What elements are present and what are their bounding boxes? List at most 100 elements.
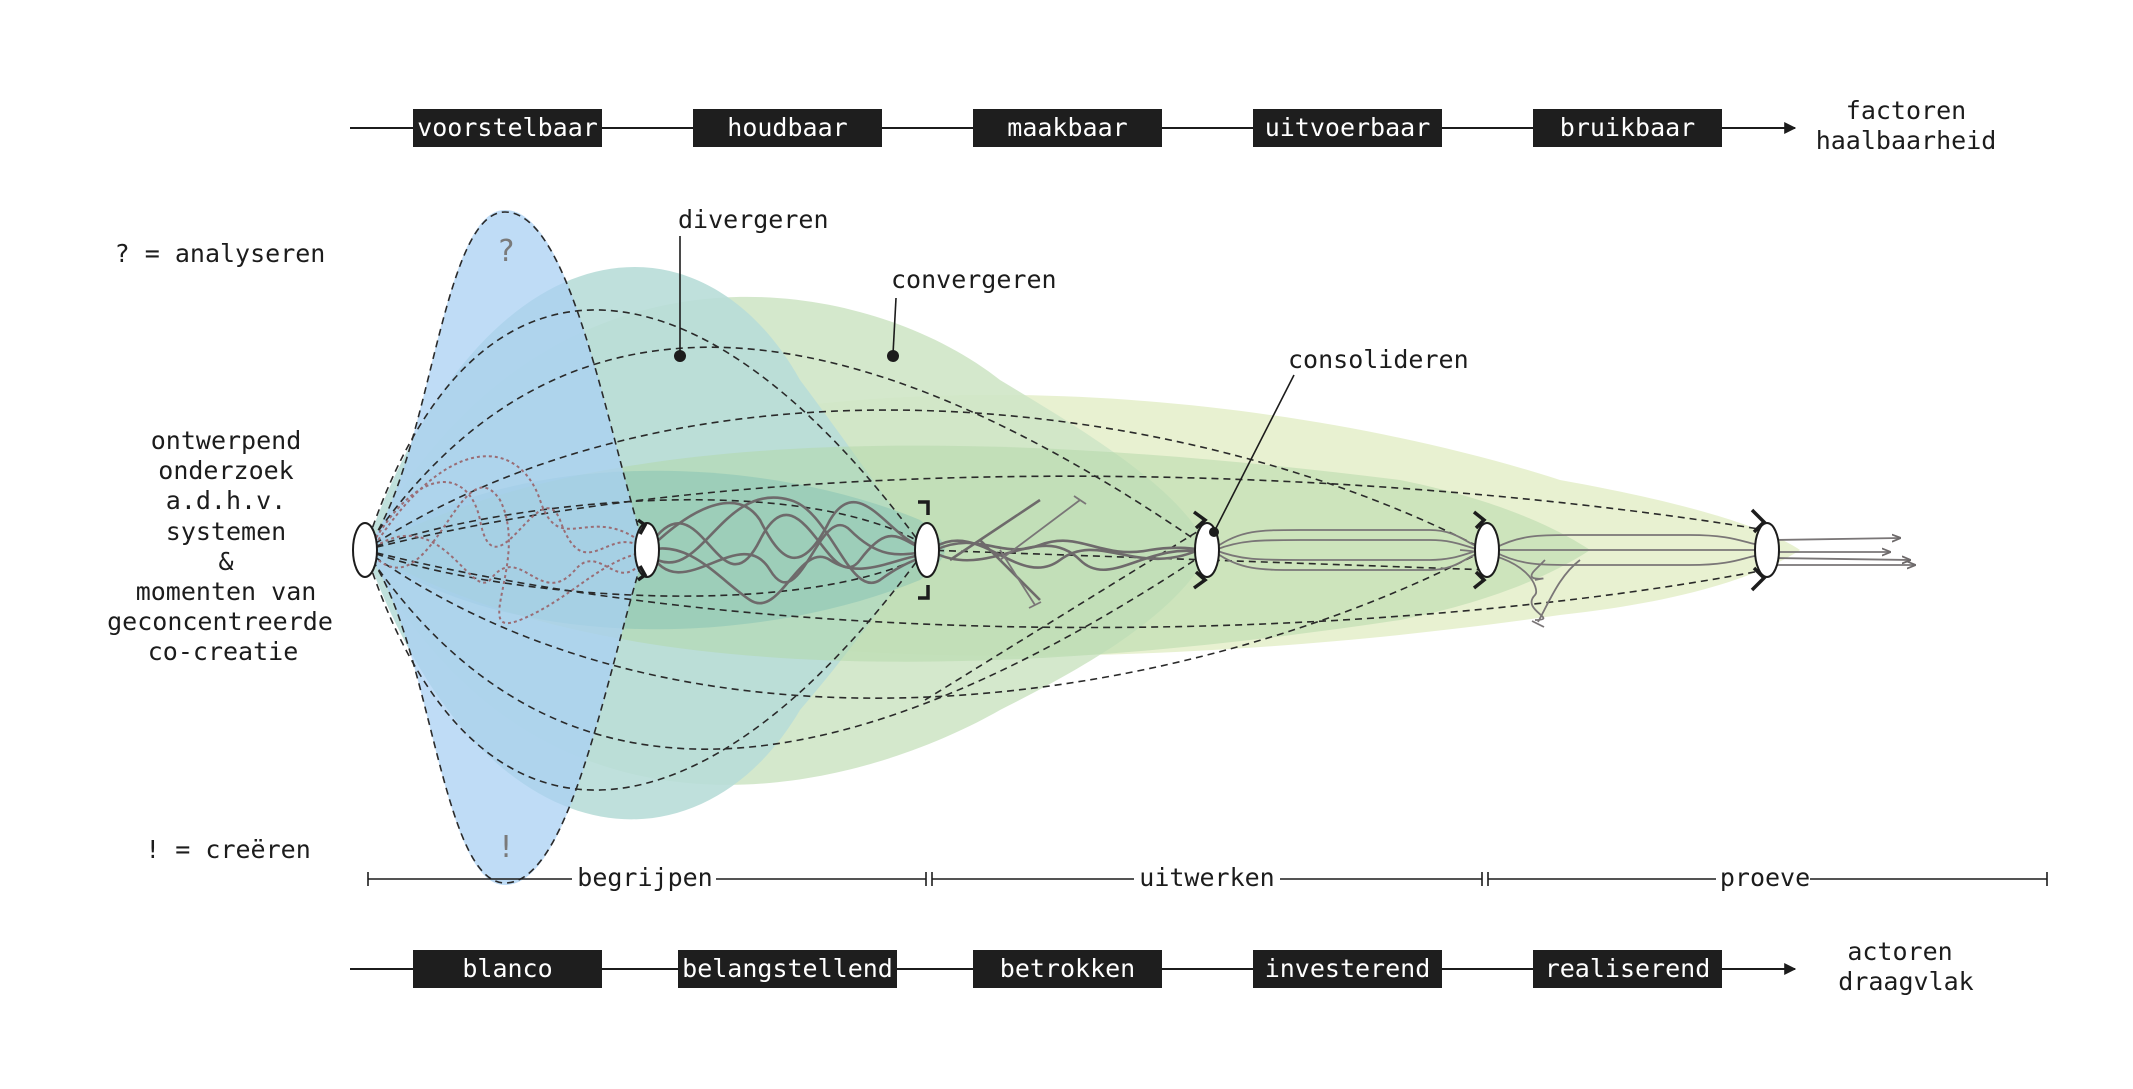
bottom-box-label: belangstellend [682,954,893,983]
top-box-bruikbaar: bruikbaar [1533,109,1722,147]
bottom-box-betrokken: betrokken [973,950,1162,988]
left-label: ontwerpend onderzoek a.d.h.v. systemen &… [107,426,333,666]
left-label-line: a.d.h.v. [166,486,286,515]
dotted-path [369,486,646,624]
exclamation-mark-symbol: ! [497,830,515,865]
dead-end-tick [1028,601,1042,609]
top-track-end-label-1: factoren [1846,96,1966,125]
top-box-label: bruikbaar [1560,113,1695,142]
phase-timeline: begrijpen uitwerken proeve [367,863,2048,892]
left-label-line: co-creatie [148,637,299,666]
annotation-divergeren: divergeren [678,205,829,234]
top-box-uitvoerbaar: uitvoerbaar [1253,109,1442,147]
dashed-long-upper [364,475,1766,551]
top-box-houdbaar: houdbaar [693,109,882,147]
divergeren-dot [674,350,686,362]
dashed-blue-lens [364,211,646,884]
output-arrow [1774,538,1900,540]
node-4 [1192,510,1220,590]
dashed-light-lower [364,549,1486,699]
bottom-box-label: betrokken [1000,954,1135,983]
phase-proeve: proeve [1720,863,1810,892]
solid-path [934,544,1206,572]
dead-end-branch [999,549,1036,606]
solid-path [648,513,926,569]
consolidation-path [1214,549,1486,561]
top-track-end-label-2: haalbaarheid [1816,126,1997,155]
consolidation-path [1214,539,1486,551]
phase-begrijpen: begrijpen [577,863,712,892]
node-3 [914,500,940,600]
phase-uitwerken: uitwerken [1139,863,1274,892]
dashed-green-lower [364,549,1211,750]
dotted-exploration-paths [369,455,646,624]
bottom-box-label: realiserend [1545,954,1711,983]
dead-end-branch [1530,559,1546,581]
solid-path [649,500,926,559]
convergeren-dot [887,350,899,362]
solid-path [648,523,926,584]
question-mark-symbol: ? [497,234,515,269]
dashed-teal-upper [364,309,926,551]
top-box-voorstelbaar: voorstelbaar [413,109,602,147]
co-creation-nodes [352,500,1780,600]
dead-end-branches [999,495,1581,628]
bottom-track-end-label-1: actoren [1847,937,1952,966]
top-track: voorstelbaar houdbaar maakbaar uitvoerba… [350,96,1996,155]
dead-end-branch [999,499,1081,561]
bottom-box-belangstellend: belangstellend [678,950,897,988]
consolideren-leader [1213,374,1295,533]
consolidation-path [1214,551,1486,571]
dashed-mid-upper [364,498,926,551]
left-label-line: & [218,547,233,576]
top-box-label: maakbaar [1007,113,1127,142]
dotted-path [374,455,646,546]
dashed-mid-lower [364,549,926,597]
legend-analyse: ? = analyseren [115,239,326,268]
annotation-consolideren: consolideren [1288,345,1469,374]
bottom-track-end-label-2: draagvlak [1838,967,1973,996]
bottom-box-label: investerend [1265,954,1431,983]
left-label-line: onderzoek [158,456,293,485]
solid-path [649,496,926,584]
consolidation-path [1214,529,1486,549]
dead-end-tick [1073,495,1087,505]
bottom-track: blanco belangstellend betrokken invester… [350,937,1974,996]
dashed-teal-lower [364,549,926,791]
dotted-path [369,481,646,554]
solid-paths [648,496,1206,605]
dashed-light-upper [364,409,1486,551]
top-box-label: houdbaar [727,113,847,142]
bottom-box-realiserend: realiserend [1533,950,1722,988]
left-label-line: momenten van [136,577,317,606]
top-box-label: voorstelbaar [417,113,598,142]
left-label-line: ontwerpend [151,426,302,455]
dashed-green-upper [364,346,1211,551]
convergeren-leader [892,297,897,355]
node-start [352,522,378,578]
top-box-label: uitvoerbaar [1265,113,1431,142]
node-5 [1472,510,1500,590]
solid-path [979,539,1041,601]
bottom-box-blanco: blanco [413,950,602,988]
output-arrow [1774,558,1910,560]
left-label-line: geconcentreerde [107,607,333,636]
consolidation-path [1494,551,1766,566]
top-box-maakbaar: maakbaar [973,109,1162,147]
node-2 [634,518,660,582]
legend-create: ! = creëren [145,835,311,864]
solid-path [649,547,926,605]
node-6 [1750,508,1780,592]
annotations: divergeren convergeren consolideren [674,205,1469,533]
annotation-convergeren: convergeren [891,265,1057,294]
consolidation-path [1494,534,1766,549]
consolidation-paths [1214,529,1915,571]
lens-analyse-create [365,210,645,885]
solid-path [949,498,1041,562]
dead-end-tick [1531,620,1545,628]
bottom-box-label: blanco [462,954,552,983]
bottom-box-investerend: investerend [1253,950,1442,988]
dotted-path [369,534,646,584]
dead-end-branch [1459,549,1545,621]
